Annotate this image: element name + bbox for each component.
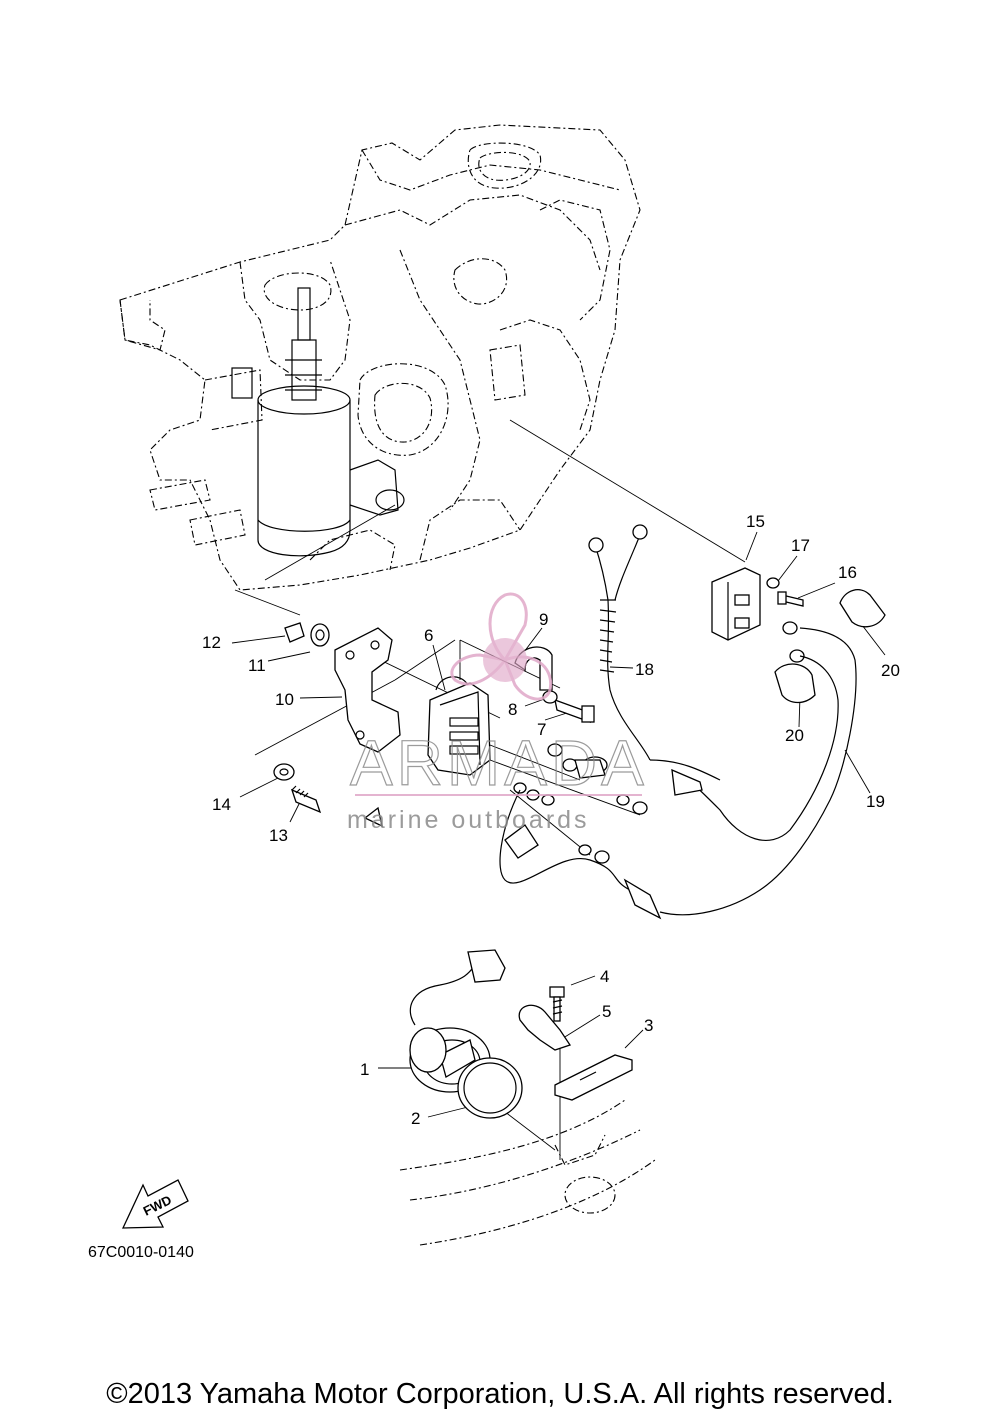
callout-labels: 1 2 3 4 5 6 7 8 9 10 11 12 13 14 15 16 1…: [202, 512, 900, 1128]
callout-19: 19: [866, 792, 885, 811]
watermark-tagline: marine outboards: [347, 806, 590, 834]
callout-20-upper: 20: [881, 661, 900, 680]
callout-4: 4: [600, 967, 609, 986]
rectifier-assembly: [711, 567, 805, 663]
callout-10: 10: [275, 690, 294, 709]
armada-watermark: ARMADA marine outboards: [347, 592, 648, 834]
wire-harness: [588, 524, 651, 761]
copyright-notice: ©2013 Yamaha Motor Corporation, U.S.A. A…: [106, 1378, 894, 1410]
callout-11: 11: [248, 656, 266, 675]
callout-17: 17: [791, 536, 810, 555]
callout-6: 6: [424, 626, 433, 645]
callout-1: 1: [360, 1060, 369, 1079]
spark-plug-cords: [499, 589, 886, 920]
diagram-code: 67C0010-0140: [88, 1244, 194, 1261]
cdi-unit-assembly: [273, 622, 648, 864]
callout-8: 8: [508, 700, 517, 719]
callout-5: 5: [602, 1002, 611, 1021]
callout-3: 3: [644, 1016, 653, 1035]
callout-14: 14: [212, 795, 231, 814]
watermark-brand: ARMADA: [350, 727, 648, 799]
callout-20-lower: 20: [785, 726, 804, 745]
callout-18: 18: [635, 660, 654, 679]
pulser-coil-assembly: [399, 949, 656, 1246]
callout-16: 16: [838, 563, 857, 582]
callout-13: 13: [269, 826, 288, 845]
callout-7: 7: [537, 720, 546, 739]
callout-9: 9: [539, 610, 548, 629]
propeller-logo: [450, 592, 553, 701]
callout-15: 15: [746, 512, 765, 531]
forward-direction-arrow: FWD: [121, 1179, 189, 1229]
callout-2: 2: [411, 1109, 420, 1128]
callout-12: 12: [202, 633, 221, 652]
engine-block-illustration: [119, 124, 641, 591]
